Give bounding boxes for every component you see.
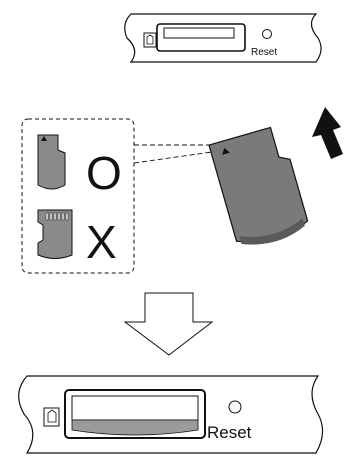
down-arrow-icon xyxy=(123,292,214,356)
correct-card-icon xyxy=(37,134,66,190)
reset-hole-icon xyxy=(228,400,242,414)
top-device-panel: Reset xyxy=(124,13,322,63)
insert-direction-arrow-icon xyxy=(312,107,343,159)
wrong-card-icon xyxy=(37,209,73,259)
card-comparison-box: O X xyxy=(21,118,135,274)
card-contacts xyxy=(45,212,69,221)
reset-hole-icon xyxy=(262,29,272,39)
microsd-card-large xyxy=(208,126,309,245)
inserted-card xyxy=(71,419,199,436)
card-slot-icon xyxy=(43,407,60,427)
bottom-card-slot xyxy=(64,389,206,439)
correct-mark: O xyxy=(86,147,122,199)
card-slot-icon xyxy=(143,32,157,48)
bottom-reset-label: Reset xyxy=(207,423,252,442)
top-reset-label: Reset xyxy=(251,47,277,58)
bottom-device-panel: Reset xyxy=(18,375,324,454)
callout-lines xyxy=(133,144,213,164)
wrong-mark: X xyxy=(86,216,117,268)
top-card-slot xyxy=(156,23,246,52)
